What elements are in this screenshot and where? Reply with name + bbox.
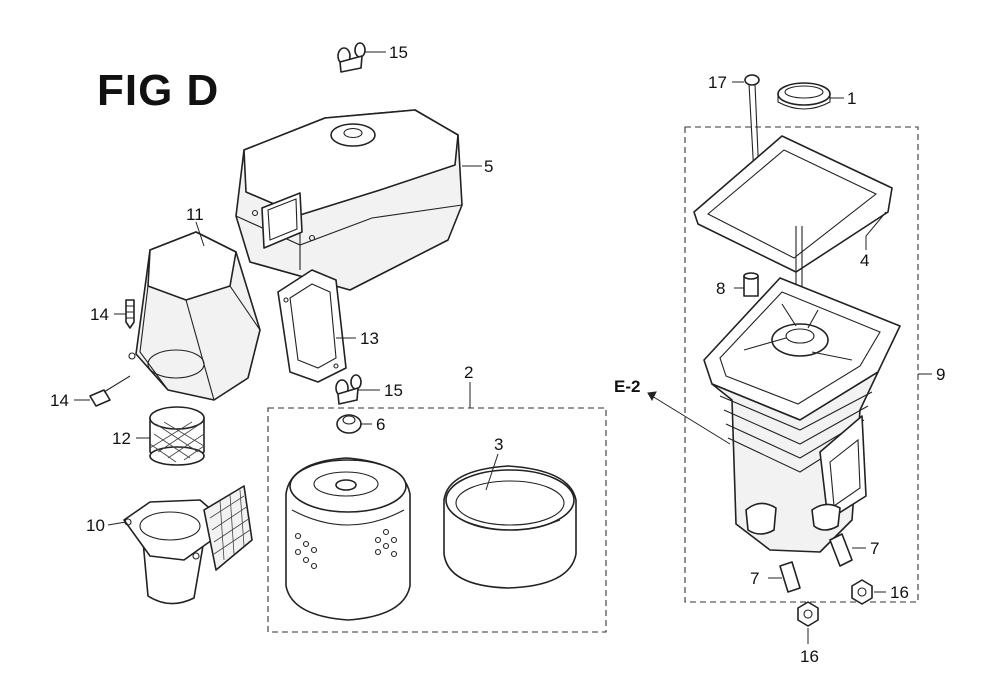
- callout-14-lower: 14: [50, 391, 69, 410]
- air-cleaner-group-box: [684, 126, 919, 603]
- pin-left: [779, 561, 801, 593]
- duct-cover: [128, 231, 261, 401]
- callout-e2-reference: E-2: [614, 377, 640, 396]
- paper-element: [285, 457, 411, 621]
- air-cleaner-cover: [235, 109, 463, 291]
- callout-3: 3: [494, 435, 503, 454]
- pin-right: [829, 533, 853, 567]
- callout-2: 2: [464, 363, 473, 382]
- o-ring: [777, 82, 831, 110]
- callout-16-right: 16: [890, 583, 909, 602]
- collar: [743, 272, 759, 297]
- callout-16-bottom: 16: [800, 647, 819, 666]
- filter-group-box: [267, 407, 607, 633]
- callout-11: 11: [186, 205, 204, 224]
- gasket-plate: [277, 269, 347, 383]
- callout-13: 13: [360, 329, 379, 348]
- callout-8: 8: [716, 279, 725, 298]
- callout-15-middle: 15: [384, 381, 403, 400]
- callout-17: 17: [708, 73, 727, 92]
- callout-10: 10: [86, 516, 105, 535]
- grommet: [336, 414, 362, 434]
- callout-5: 5: [484, 157, 493, 176]
- callout-7-left: 7: [750, 569, 759, 588]
- screw-lower: [89, 375, 131, 407]
- elbow-housing: [123, 485, 253, 605]
- callout-9: 9: [936, 365, 945, 384]
- callout-14-upper: 14: [90, 305, 109, 324]
- callout-12: 12: [112, 429, 131, 448]
- callout-7-right: 7: [870, 539, 879, 558]
- wing-nut-middle: [335, 374, 362, 405]
- callout-6: 6: [376, 415, 385, 434]
- figure-title: FIG D: [97, 66, 220, 115]
- nut-right: [851, 579, 873, 605]
- frame-gasket: [693, 135, 893, 273]
- callout-4: 4: [860, 251, 869, 270]
- callout-15-top: 15: [389, 43, 408, 62]
- callout-1: 1: [847, 89, 856, 108]
- air-cleaner-case: [703, 277, 901, 553]
- nut-bottom: [797, 601, 819, 627]
- mesh-filter: [149, 406, 205, 466]
- foam-element: [443, 465, 577, 589]
- wing-nut-top: [337, 42, 366, 73]
- screw-upper: [125, 299, 135, 329]
